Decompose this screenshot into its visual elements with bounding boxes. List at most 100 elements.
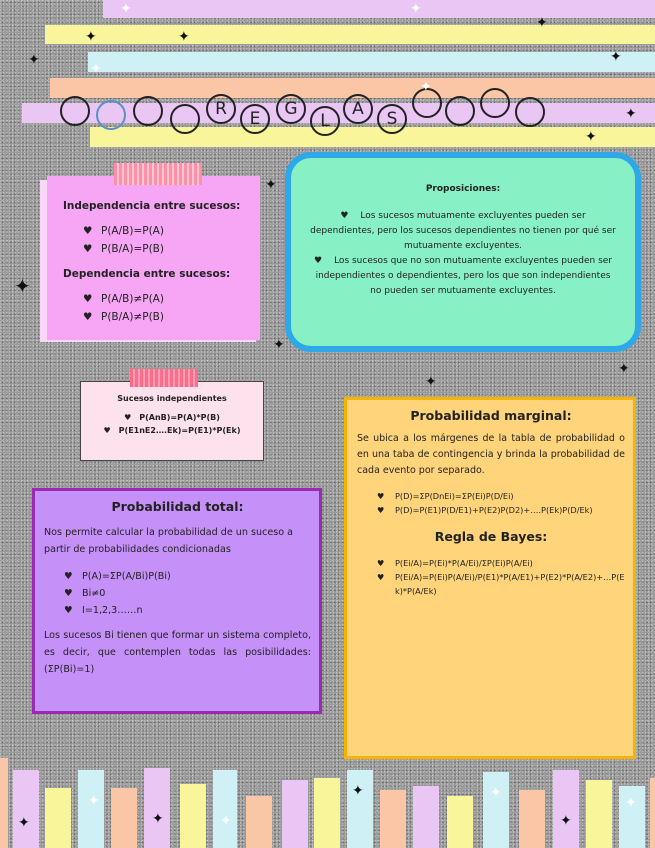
heart-icon: ♥ [377, 491, 385, 501]
title-letter: E [249, 109, 261, 129]
deco-bar [483, 772, 509, 848]
title-letter: S [386, 109, 398, 129]
title-circle [60, 96, 90, 126]
sparkle-icon: ✦ [420, 79, 432, 95]
deco-bar [246, 796, 272, 848]
heart-icon: ♥ [314, 256, 323, 266]
total-heading: Probabilidad total: [111, 499, 244, 514]
total-list: ♥P(A)=ΣP(A/Bi)P(Bi) ♥Bi≠0 ♥ I=1,2,3……n [64, 568, 311, 619]
list-item: ♥P(A)=ΣP(A/Bi)P(Bi) [64, 568, 311, 585]
total-text: Nos permite calcular la probabilidad de … [44, 527, 294, 555]
list-item: ♥ P(B/A)≠P(B) [83, 308, 250, 326]
proposition-text: Los sucesos mutuamente excluyentes puede… [310, 211, 616, 251]
bayes-list: ♥ P(Ei/A)=P(Ei)*P(A/Ei)/ΣP(Ei)P(A/Ei) ♥P(… [377, 556, 625, 598]
sparkle-icon: ✦ [410, 1, 422, 17]
sparkle-icon: ✦ [28, 52, 40, 68]
propositions-list: ♥ Los sucesos mutuamente excluyentes pued… [309, 209, 617, 299]
heart-icon: ♥ [83, 311, 93, 323]
sparkle-icon: ✦ [618, 361, 630, 377]
propositions-heading: Proposiciones: [425, 184, 501, 194]
title-letter-e: E [240, 104, 270, 134]
title-circle [445, 96, 475, 126]
sparkle-icon: ✦ [625, 106, 637, 122]
heart-icon: ♥ [103, 426, 111, 435]
washi-tape [114, 163, 202, 185]
heart-icon: ♥ [64, 605, 73, 616]
formula-text: P(A/B)≠P(A) [101, 293, 164, 305]
sparkle-icon: ✦ [352, 783, 364, 799]
independent-events-list: ♥ P(AnB)=P(A)*P(B) ♥ P(E1nE2….Ek)=P(E1)*P(… [87, 411, 257, 437]
list-item: ♥ P(E1nE2….Ek)=P(E1)*P(Ek) [87, 424, 257, 437]
marginal-list: ♥ P(D)=ΣP(DnEi)=ΣP(Ei)P(D/Ei) ♥ P(D)=P(E1)… [377, 489, 625, 517]
deco-bar [413, 786, 439, 848]
dependence-list: ♥ P(A/B)≠P(A) ♥ P(B/A)≠P(B) [83, 290, 250, 326]
deco-bar [380, 790, 406, 848]
formula-text: P(D)=ΣP(DnEi)=ΣP(Ei)P(D/Ei) [395, 491, 514, 501]
list-item: ♥ P(D)=ΣP(DnEi)=ΣP(Ei)P(D/Ei) [377, 489, 625, 503]
formula-text: P(B/A)≠P(B) [101, 311, 164, 323]
list-item: ♥P(Ei/A)=P(Ei)P(A/Ei)/P(E1)*P(A/E1)+P(E2… [377, 570, 625, 598]
formula-text: I=1,2,3……n [82, 605, 143, 616]
title-circle [170, 104, 200, 134]
title-circle [480, 88, 510, 118]
heart-icon: ♥ [83, 243, 93, 255]
deco-bar [78, 770, 104, 848]
list-item: ♥Los sucesos mutuamente excluyentes pued… [309, 209, 617, 254]
heart-icon: ♥ [377, 558, 385, 568]
title-letter: L [320, 111, 330, 131]
heart-icon: ♥ [377, 505, 385, 515]
sparkle-icon: ✦ [85, 29, 97, 45]
list-item: ♥Los sucesos que no son mutuamente exclu… [309, 254, 617, 299]
title-circle [515, 97, 545, 127]
deco-bar [282, 780, 308, 848]
sparkle-icon: ✦ [220, 813, 232, 829]
list-item: ♥ I=1,2,3……n [64, 602, 311, 619]
formula-text: P(Ei/A)=P(Ei)P(A/Ei)/P(E1)*P(A/E1)+P(E2)… [395, 572, 625, 596]
sparkle-icon: ✦ [536, 15, 548, 31]
title-circle [133, 96, 163, 126]
formula-text: P(A/B)=P(A) [101, 225, 164, 237]
formula-text: P(E1nE2….Ek)=P(E1)*P(Ek) [118, 426, 241, 435]
marginal-card: Probabilidad marginal: Se ubica a los má… [344, 397, 636, 759]
deco-bar [519, 790, 545, 848]
title-letter: R [215, 99, 227, 119]
bayes-heading: Regla de Bayes: [434, 529, 548, 544]
title-letter: A [352, 99, 364, 119]
marginal-text: Se ubica a los márgenes de la tabla de p… [357, 433, 625, 476]
list-item: ♥Bi≠0 [64, 585, 311, 602]
title-letter-a: A [343, 94, 373, 124]
formula-text: P(D)=P(E1)P(D/E1)+P(E2)P(D2)+….P(Ek)P(D/… [395, 505, 593, 515]
deco-bar [111, 788, 137, 848]
independence-list: ♥ P(A/B)=P(A) ♥ P(B/A)=P(B) [83, 222, 250, 258]
sparkle-icon: ✦ [610, 49, 622, 65]
list-item: ♥ P(Ei/A)=P(Ei)*P(A/Ei)/ΣP(Ei)P(A/Ei) [377, 556, 625, 570]
list-item: ♥ P(A/B)≠P(A) [83, 290, 250, 308]
deco-bar [553, 770, 579, 848]
independent-events-card: Sucesos independientes ♥ P(AnB)=P(A)*P(B)… [80, 381, 264, 461]
deco-bar [619, 786, 645, 848]
dependence-heading: Dependencia entre sucesos: [63, 268, 231, 280]
list-item: ♥ P(B/A)=P(B) [83, 240, 250, 258]
total-card: Probabilidad total: Nos permite calcular… [32, 488, 322, 714]
heart-icon: ♥ [83, 293, 93, 305]
heart-icon: ♥ [124, 413, 132, 422]
propositions-card: Proposiciones: ♥ Los sucesos mutuamente e… [285, 152, 641, 352]
title-letter-s: S [377, 104, 407, 134]
title-letter-g: G [276, 94, 306, 124]
deco-bar [447, 796, 473, 848]
proposition-text: Los sucesos que no son mutuamente excluy… [315, 256, 612, 296]
total-text-2: Los sucesos Bi tienen que formar un sist… [44, 630, 311, 675]
deco-bar [180, 784, 206, 848]
deco-bar [314, 778, 340, 848]
sparkle-icon: ✦ [560, 813, 572, 829]
independent-events-heading: Sucesos independientes [117, 394, 227, 403]
deco-bar [45, 788, 71, 848]
sparkle-icon: ✦ [90, 61, 102, 77]
sparkle-icon: ✦ [585, 129, 597, 145]
sparkle-icon: ✦ [490, 785, 502, 801]
stripe-lavender-top [103, 0, 655, 18]
formula-text: P(B/A)=P(B) [101, 243, 164, 255]
formula-text: P(Ei/A)=P(Ei)*P(A/Ei)/ΣP(Ei)P(A/Ei) [395, 558, 533, 568]
formula-text: P(AnB)=P(A)*P(B) [139, 413, 220, 422]
list-item: ♥ P(D)=P(E1)P(D/E1)+P(E2)P(D2)+….P(Ek)P(D… [377, 503, 625, 517]
